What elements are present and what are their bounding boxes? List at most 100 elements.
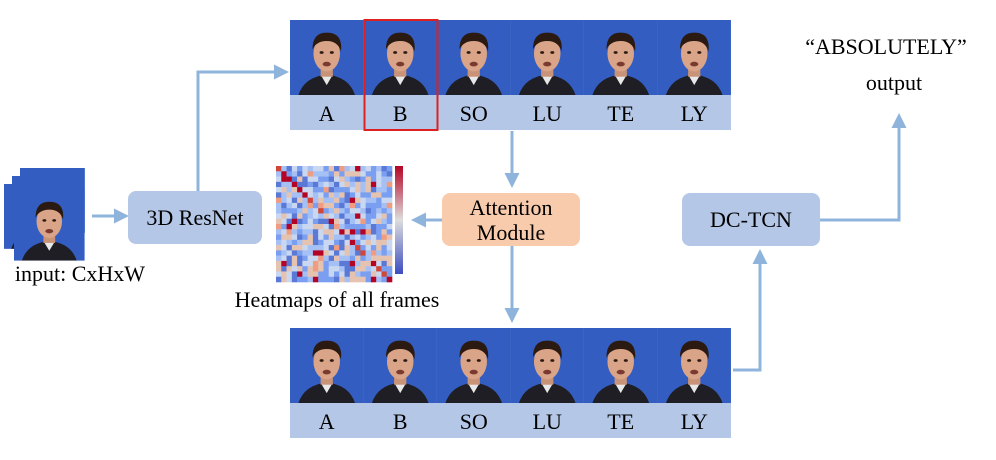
heatmap-cell bbox=[381, 208, 388, 214]
heatmap-cell bbox=[339, 213, 345, 220]
heatmap-cell bbox=[302, 260, 308, 267]
heatmap-cell bbox=[355, 245, 361, 251]
heatmap-cell bbox=[344, 192, 351, 198]
heatmap-cell bbox=[323, 197, 330, 204]
heatmap-cell bbox=[286, 187, 293, 193]
heatmap-cell bbox=[344, 176, 351, 183]
heatmap-cell bbox=[307, 224, 314, 230]
heatmap-cell bbox=[312, 276, 319, 283]
heatmap-cell bbox=[349, 208, 356, 214]
heatmap-cell bbox=[339, 260, 345, 267]
heatmap-cell bbox=[328, 234, 335, 241]
heatmap-cell bbox=[386, 229, 393, 235]
heatmap-cell bbox=[365, 266, 372, 272]
heatmap-cell bbox=[323, 166, 330, 172]
heatmap-cell bbox=[297, 271, 303, 278]
heatmap-cell bbox=[307, 218, 314, 225]
heatmap-cell bbox=[297, 171, 303, 177]
heatmap-cell bbox=[334, 260, 340, 267]
heatmap-cell bbox=[323, 181, 330, 188]
heatmap-cell bbox=[386, 271, 393, 278]
heatmap-cell bbox=[307, 276, 314, 283]
heatmap-cell bbox=[339, 187, 345, 193]
heatmap-cell bbox=[376, 181, 382, 188]
heatmap-cell bbox=[276, 202, 282, 209]
heatmap-cell bbox=[286, 181, 293, 188]
heatmap-cell bbox=[370, 245, 377, 251]
heatmap-cell bbox=[365, 260, 372, 267]
heatmap-cell bbox=[381, 234, 388, 241]
heatmap-cell bbox=[302, 213, 308, 220]
heatmap-cell bbox=[365, 213, 372, 220]
heatmap-cell bbox=[297, 181, 303, 188]
heatmap-cell bbox=[318, 202, 324, 209]
heatmap-cell bbox=[376, 213, 382, 220]
heatmap-cell bbox=[291, 224, 298, 230]
heatmap-cell bbox=[291, 181, 298, 188]
heatmap-cell bbox=[286, 229, 293, 235]
heatmap-cell bbox=[349, 202, 356, 209]
heatmap-cell bbox=[344, 245, 351, 251]
heatmap-cell bbox=[360, 255, 366, 262]
heatmap-cell bbox=[276, 187, 282, 193]
heatmap-cell bbox=[276, 250, 282, 256]
heatmap-cell bbox=[344, 218, 351, 225]
heatmap-cell bbox=[318, 260, 324, 267]
heatmap-cell bbox=[281, 181, 287, 188]
video-frame bbox=[657, 20, 731, 96]
bottom-syllable-bar bbox=[290, 403, 731, 438]
heatmap-cell bbox=[339, 255, 345, 262]
heatmap-cell bbox=[312, 245, 319, 251]
heatmap-cell bbox=[334, 192, 340, 198]
heatmap-cell bbox=[281, 276, 287, 283]
heatmap-cell bbox=[286, 192, 293, 198]
heatmap-cell bbox=[355, 239, 361, 246]
heatmap-cell bbox=[328, 266, 335, 272]
heatmap-cell bbox=[349, 245, 356, 251]
heatmap-cell bbox=[360, 250, 366, 256]
heatmap-cell bbox=[307, 208, 314, 214]
heatmap-cell bbox=[281, 192, 287, 198]
heatmap-cell bbox=[297, 260, 303, 267]
heatmap-cell bbox=[344, 260, 351, 267]
heatmap-cell bbox=[349, 229, 356, 235]
heatmap-cell bbox=[286, 197, 293, 204]
heatmap-cell bbox=[291, 166, 298, 172]
heatmap-cell bbox=[376, 176, 382, 183]
heatmap-cell bbox=[312, 271, 319, 278]
heatmap-cell bbox=[312, 260, 319, 267]
heatmap-cell bbox=[297, 239, 303, 246]
heatmap-cell bbox=[286, 255, 293, 262]
heatmap-cell bbox=[386, 250, 393, 256]
heatmap-cell bbox=[355, 276, 361, 283]
attention-heatmap bbox=[276, 166, 393, 283]
heatmap-cell bbox=[344, 250, 351, 256]
heatmap-cell bbox=[276, 245, 282, 251]
heatmap-cell bbox=[318, 171, 324, 177]
heatmap-cell bbox=[318, 239, 324, 246]
top-highlight-box bbox=[363, 19, 439, 131]
syllable-label: LY bbox=[681, 101, 708, 126]
heatmap-cell bbox=[291, 266, 298, 272]
heatmap-cell bbox=[312, 176, 319, 183]
heatmap-cell bbox=[370, 197, 377, 204]
heatmap-cell bbox=[297, 218, 303, 225]
heatmap-cell bbox=[349, 255, 356, 262]
heatmap-cell bbox=[307, 202, 314, 209]
heatmap-cell bbox=[281, 234, 287, 241]
heatmap-cell bbox=[344, 187, 351, 193]
heatmap-cell bbox=[328, 202, 335, 209]
heatmap-cell bbox=[281, 229, 287, 235]
heatmap-cell bbox=[376, 197, 382, 204]
heatmap-cell bbox=[334, 276, 340, 283]
heatmap-cell bbox=[307, 255, 314, 262]
bottom-frame-strip bbox=[290, 328, 731, 404]
heatmap-cell bbox=[334, 229, 340, 235]
heatmap-cell bbox=[297, 229, 303, 235]
heatmap-cell bbox=[307, 176, 314, 183]
heatmap-cell bbox=[339, 197, 345, 204]
heatmap-cell bbox=[365, 176, 372, 183]
heatmap-cell bbox=[365, 255, 372, 262]
input-label: input: CxHxW bbox=[15, 261, 145, 286]
attention-label-line2: Module bbox=[477, 220, 545, 245]
